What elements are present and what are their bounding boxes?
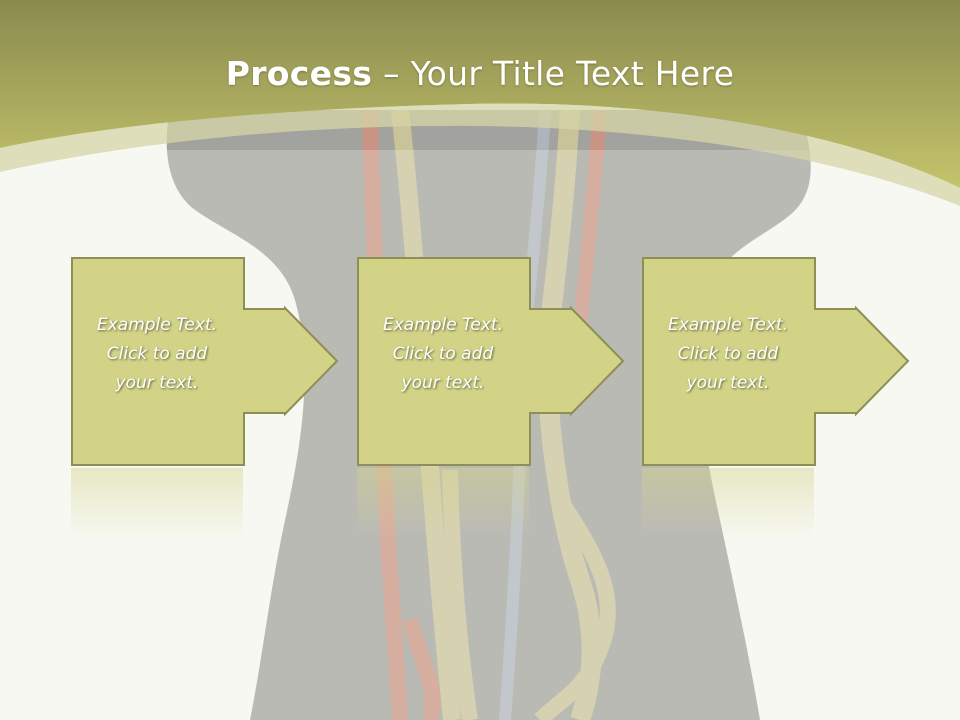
step-line-2: Click to add: [106, 344, 208, 364]
step-line-3: your text.: [115, 373, 199, 393]
step-text: Example Text. Click to add your text.: [357, 311, 529, 398]
step-text: Example Text. Click to add your text.: [71, 311, 243, 398]
title-rest: – Your Title Text Here: [372, 54, 735, 93]
step-line-1: Example Text.: [96, 315, 218, 335]
step-line-3: your text.: [401, 373, 485, 393]
step-line-3: your text.: [686, 373, 770, 393]
arrow-box-shape: [71, 257, 339, 466]
step-text: Example Text. Click to add your text.: [642, 311, 814, 398]
step-line-2: Click to add: [392, 344, 494, 364]
process-step-2[interactable]: Example Text. Click to add your text.: [357, 257, 627, 467]
process-step-3[interactable]: Example Text. Click to add your text.: [642, 257, 912, 467]
arrow-box-shape: [642, 257, 910, 466]
step-2-reflection: [357, 468, 529, 538]
step-line-1: Example Text.: [667, 315, 789, 335]
title-bold: Process: [225, 54, 373, 93]
header-swoop: [0, 103, 960, 206]
slide-title[interactable]: Process – Your Title Text Here: [0, 54, 960, 93]
step-3-reflection: [642, 468, 814, 538]
step-line-2: Click to add: [677, 344, 779, 364]
step-1-reflection: [71, 468, 243, 538]
arrow-box-shape: [357, 257, 625, 466]
header-band: [0, 0, 960, 188]
process-step-1[interactable]: Example Text. Click to add your text.: [71, 257, 341, 467]
step-line-1: Example Text.: [382, 315, 504, 335]
